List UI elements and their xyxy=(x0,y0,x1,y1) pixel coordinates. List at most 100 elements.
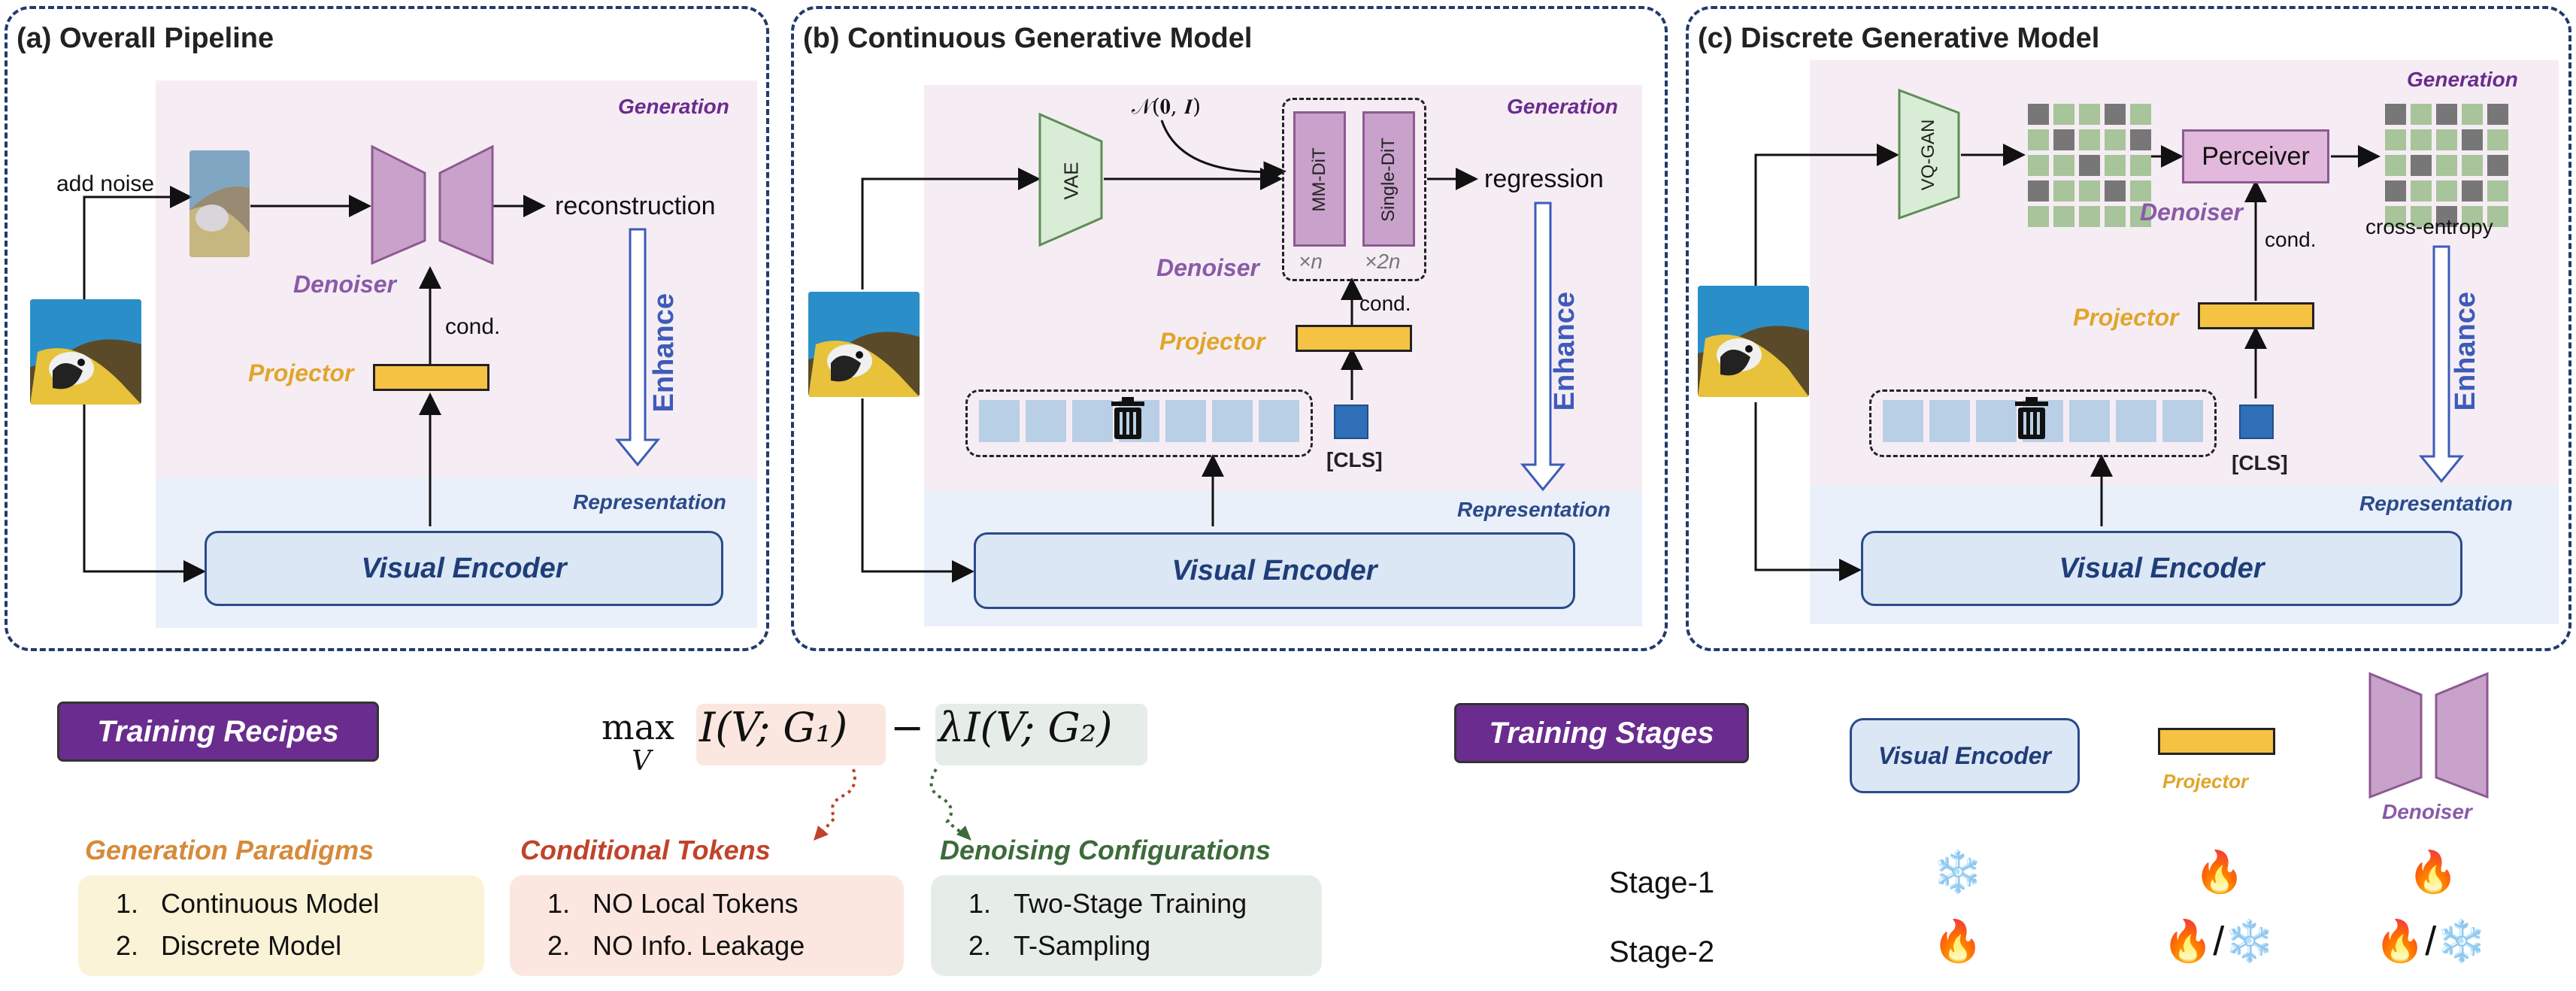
denoiser-label: Denoiser xyxy=(2140,199,2243,226)
patch-token xyxy=(1259,400,1299,442)
enhance-label: Enhance xyxy=(2450,292,2481,411)
training-stages-badge: Training Stages xyxy=(1454,703,1749,763)
patch-token xyxy=(1976,400,2017,442)
fire-snowflake-icon: 🔥/❄️ xyxy=(2374,919,2487,964)
input-image-parrot xyxy=(808,292,920,397)
objective-max-sub: V xyxy=(632,746,651,777)
panel-b-arrows xyxy=(861,112,1566,583)
list-item: 2. T-Sampling xyxy=(968,930,1151,961)
recipe-box-denoising-configurations: 1. Two-Stage Training 2. T-Sampling xyxy=(931,875,1322,976)
legend-denoiser xyxy=(2368,672,2489,799)
perceiver-block: Perceiver xyxy=(2182,129,2329,183)
representation-tag: Representation xyxy=(573,490,726,514)
projector xyxy=(1296,325,1412,352)
recipe-title-denoising-configurations: Denoising Configurations xyxy=(940,835,1271,865)
fire-icon: 🔥 xyxy=(2194,850,2245,895)
patch-tokens-group xyxy=(965,389,1313,457)
objective-term2-bg xyxy=(935,704,1147,765)
cond-label: cond. xyxy=(445,314,501,339)
cond-label: cond. xyxy=(1359,292,1411,315)
mm-dit-block xyxy=(1293,111,1346,247)
noisy-image xyxy=(189,150,250,257)
generation-tag: Generation xyxy=(2407,68,2518,91)
projector-label: Projector xyxy=(248,359,354,386)
visual-encoder: Visual Encoder xyxy=(205,531,723,606)
cls-label: [CLS] xyxy=(2232,451,2288,474)
panel-c-title: (c) Discrete Generative Model xyxy=(1698,23,2100,54)
patch-token xyxy=(2069,400,2110,442)
cross-entropy-label: cross-entropy xyxy=(2365,215,2493,238)
list-item: 2. NO Info. Leakage xyxy=(547,930,805,961)
panel-c-arrows xyxy=(1754,88,2465,581)
panel-continuous-model xyxy=(791,6,1668,651)
vq-token-grid-input xyxy=(2028,104,2151,227)
legend-visual-encoder: Visual Encoder xyxy=(1850,718,2080,793)
cls-token xyxy=(2239,405,2274,439)
panel-overall-pipeline xyxy=(5,6,769,651)
projector xyxy=(373,364,489,391)
noise-distribution-label: 𝒩(𝟎, 𝑰) xyxy=(1132,94,1202,119)
panel-discrete-model xyxy=(1686,6,2571,651)
visual-encoder: Visual Encoder xyxy=(974,532,1575,609)
vq-token-grid-output xyxy=(2385,104,2508,227)
patch-token xyxy=(979,400,1020,442)
generation-region xyxy=(156,80,757,477)
objective-max: max xyxy=(602,707,674,747)
objective-minus: − xyxy=(890,704,925,751)
list-item: 2. Discrete Model xyxy=(116,930,342,961)
trash-icon xyxy=(1111,397,1144,439)
recipe-pointers xyxy=(814,768,971,841)
fire-snowflake-icon: 🔥/❄️ xyxy=(2162,919,2275,964)
dit-group xyxy=(1282,98,1426,281)
mm-dit-repeat: ×n xyxy=(1299,250,1323,273)
recipe-box-conditional-tokens: 1. NO Local Tokens 2. NO Info. Leakage xyxy=(510,875,904,976)
recipe-box-generation-paradigms: 1. Continuous Model 2. Discrete Model xyxy=(78,875,484,976)
objective-term2: λI(V; G₂) xyxy=(938,704,1113,751)
objective-term1: I(V; G₁) xyxy=(699,704,848,751)
single-dit-block xyxy=(1362,111,1415,247)
vq-gan-label: VQ-GAN xyxy=(1918,119,1938,191)
fire-icon: 🔥 xyxy=(2408,850,2459,895)
input-image-parrot xyxy=(1698,286,1809,397)
objective-term1-bg xyxy=(696,704,886,765)
projector xyxy=(2198,302,2314,329)
patch-token xyxy=(2116,400,2156,442)
reconstruction-label: reconstruction xyxy=(555,192,716,220)
cls-token xyxy=(1334,405,1368,439)
stage-2-label: Stage-2 xyxy=(1609,935,1715,968)
cls-label: [CLS] xyxy=(1326,448,1383,471)
regression-label: regression xyxy=(1484,165,1604,193)
patch-token xyxy=(1165,400,1206,442)
fire-icon: 🔥 xyxy=(1932,919,1984,964)
representation-tag: Representation xyxy=(2359,492,2513,515)
patch-token xyxy=(1883,400,1923,442)
cond-label: cond. xyxy=(2265,228,2317,251)
patch-tokens-group xyxy=(1869,389,2217,457)
legend-denoiser-label: Denoiser xyxy=(2382,800,2472,823)
denoiser-label: Denoiser xyxy=(293,271,396,298)
add-noise-label: add noise xyxy=(56,171,155,196)
projector-label: Projector xyxy=(2073,304,2179,331)
denoiser-label: Denoiser xyxy=(1156,254,1259,281)
snowflake-icon: ❄️ xyxy=(1932,850,1984,895)
patch-token xyxy=(1072,400,1113,442)
visual-encoder: Visual Encoder xyxy=(1861,531,2462,606)
projector-label: Projector xyxy=(1159,328,1265,355)
representation-tag: Representation xyxy=(1457,498,1611,521)
input-image-parrot xyxy=(30,299,141,405)
panel-a-title: (a) Overall Pipeline xyxy=(17,23,274,54)
trash-icon xyxy=(2015,397,2048,439)
generation-tag: Generation xyxy=(1507,95,1618,118)
legend-projector-label: Projector xyxy=(2162,770,2249,792)
stage-1-label: Stage-1 xyxy=(1609,866,1715,899)
panel-a-arrows xyxy=(83,144,661,583)
generation-tag: Generation xyxy=(618,95,729,118)
training-recipes-badge: Training Recipes xyxy=(57,702,379,762)
single-dit-repeat: ×2n xyxy=(1365,250,1401,273)
list-item: 1. NO Local Tokens xyxy=(547,888,799,919)
patch-token xyxy=(2162,400,2203,442)
list-item: 1. Continuous Model xyxy=(116,888,380,919)
recipe-title-conditional-tokens: Conditional Tokens xyxy=(520,835,771,865)
patch-token xyxy=(1026,400,1066,442)
legend-projector xyxy=(2158,728,2275,755)
